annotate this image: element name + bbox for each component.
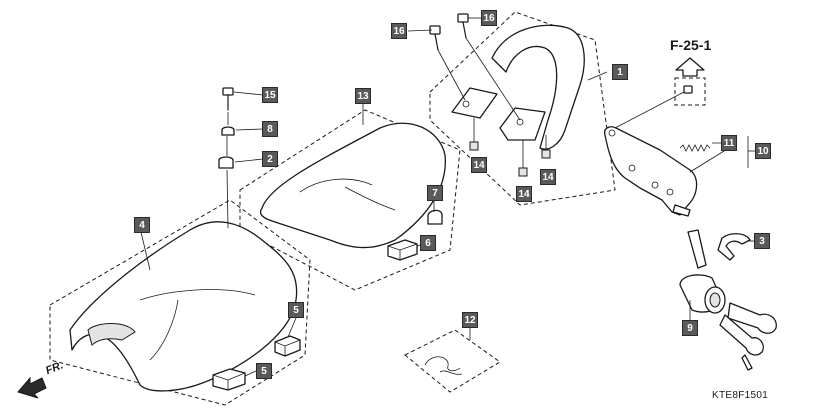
- grab-rail-group-outline: [429, 11, 616, 206]
- seat-lock-9: [679, 229, 726, 314]
- tool-group-outline: [404, 329, 501, 393]
- bolt-15: [222, 87, 234, 111]
- callout-16-right: 16: [481, 10, 497, 26]
- reference-label: F-25-1: [670, 37, 712, 53]
- callout-14-b: 14: [516, 186, 532, 202]
- callout-11: 11: [721, 135, 737, 151]
- callout-8: 8: [262, 121, 278, 137]
- callout-14-a: 14: [471, 157, 487, 173]
- nut-14-a: [469, 141, 479, 151]
- callout-14-c: 14: [540, 169, 556, 185]
- seat-cushion-7: [427, 209, 443, 225]
- drawing-code: KTE8F1501: [712, 390, 769, 401]
- cushion-6: [387, 239, 418, 261]
- bolt-reference-box: [674, 77, 706, 106]
- nut-14-b: [518, 167, 528, 177]
- callout-4: 4: [134, 217, 150, 233]
- lock-clip-3: [717, 233, 751, 261]
- reference-bolt: [614, 85, 693, 129]
- callout-6: 6: [420, 235, 436, 251]
- front-direction-arrow-icon: [17, 376, 47, 399]
- keys: [719, 302, 777, 371]
- collar-8: [221, 126, 235, 136]
- callout-13: 13: [355, 88, 371, 104]
- callout-15: 15: [262, 87, 278, 103]
- callout-1: 1: [612, 64, 628, 80]
- grommet-2: [218, 156, 234, 169]
- tool-12: [424, 356, 463, 375]
- callout-16-left: 16: [391, 23, 407, 39]
- grab-rail: [451, 24, 585, 150]
- catch-spring-11: [679, 144, 711, 152]
- bolt-16-left: [429, 25, 466, 101]
- callout-5-upper: 5: [288, 302, 304, 318]
- callout-12: 12: [462, 312, 478, 328]
- callout-7: 7: [427, 185, 443, 201]
- callout-10: 10: [755, 143, 771, 159]
- cushion-5-upper: [274, 335, 301, 357]
- seat-catch: [604, 126, 698, 217]
- rider-seat: [69, 221, 298, 392]
- callout-5-lower: 5: [256, 363, 272, 379]
- reference-arrow-icon: [675, 57, 705, 77]
- callout-2: 2: [262, 151, 278, 167]
- pillion-seat: [259, 122, 446, 249]
- callout-9: 9: [682, 320, 698, 336]
- callout-3: 3: [754, 233, 770, 249]
- bolt-16-right: [457, 13, 521, 121]
- nut-14-c: [541, 149, 551, 159]
- cushion-5-lower: [212, 368, 246, 391]
